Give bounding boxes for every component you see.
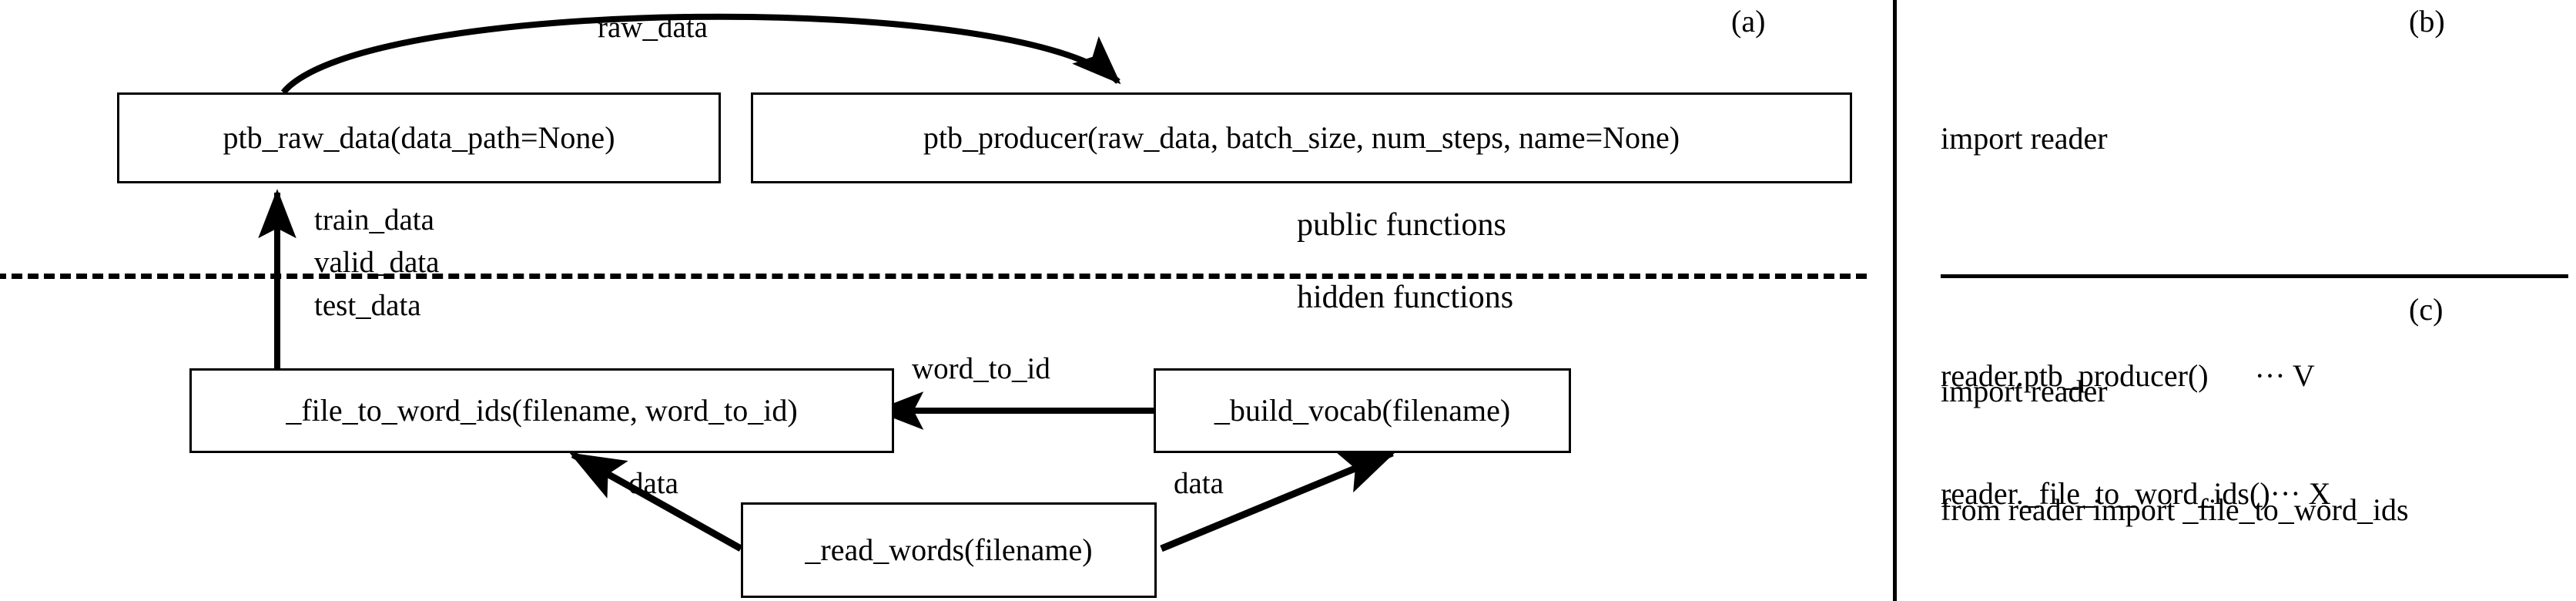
panel-b-tag: (b) [2409,4,2445,39]
panel-c-tag: (c) [2409,292,2444,327]
edge-label-data-right: data [1174,467,1224,500]
panel-vertical-divider [1893,0,1897,601]
panel-b-line-3: reader.ptb_producer() ··· V [1941,358,2315,393]
edge-label-valid-data: valid_data [314,246,440,280]
region-label-public: public functions [1297,207,1506,243]
edge-label-train-data: train_data [314,203,434,237]
panel-a-tag: (a) [1731,4,1766,39]
panel-b-line-1: import reader [1941,121,2108,156]
node-ptb-producer-label: ptb_producer(raw_data, batch_size, num_s… [923,120,1680,155]
region-label-hidden: hidden functions [1297,280,1514,315]
panel-c-line-2: from reader import _file_to_word_ids [1941,492,2409,527]
panel-b-line-4: reader._file_to_word_ids()··· X [1941,476,2331,512]
edge-label-train-valid-test: train_data valid_data test_data [314,199,439,327]
node-read-words-label: _read_words(filename) [805,532,1093,567]
node-file-to-word-ids[interactable]: _file_to_word_ids(filename, word_to_id) [189,368,894,453]
edge-label-raw-data: raw_data [598,11,708,44]
node-ptb-producer[interactable]: ptb_producer(raw_data, batch_size, num_s… [751,92,1852,183]
node-file-to-word-ids-label: _file_to_word_ids(filename, word_to_id) [286,393,798,428]
panel-b-c-horizontal-rule [1941,274,2568,278]
edge-label-data-left: data [628,467,678,500]
edge-label-word-to-id: word_to_id [907,353,1055,385]
panel-c-code: import reader from reader import _file_t… [1941,293,2409,601]
public-hidden-divider [0,274,1867,279]
edge-label-test-data: test_data [314,288,421,322]
node-ptb-raw-data[interactable]: ptb_raw_data(data_path=None) [117,92,721,183]
node-build-vocab[interactable]: _build_vocab(filename) [1154,368,1571,453]
node-build-vocab-label: _build_vocab(filename) [1214,393,1511,428]
panel-b-code: import reader reader.ptb_producer() ··· … [1941,40,2330,593]
panel-b-line-2 [1941,237,2330,277]
node-ptb-raw-data-label: ptb_raw_data(data_path=None) [223,120,615,155]
panel-c-line-1: import reader [1941,374,2108,409]
node-read-words[interactable]: _read_words(filename) [741,502,1157,598]
